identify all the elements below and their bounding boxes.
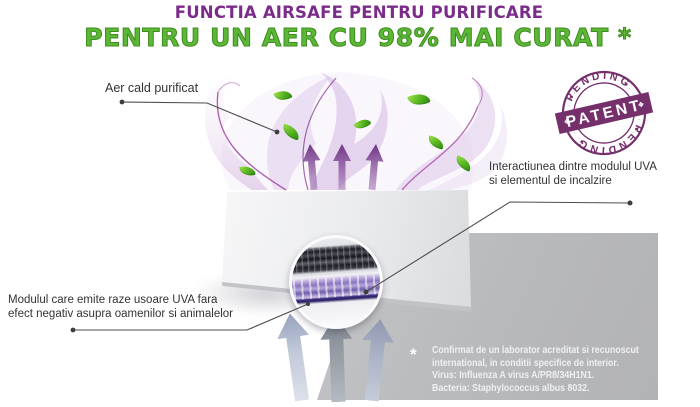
heating-element-texture xyxy=(292,243,380,276)
arrow-up-icon xyxy=(302,144,321,191)
magnifier-circle xyxy=(289,235,383,329)
uva-module-detail xyxy=(292,238,380,326)
page-subtitle: PENTRU UN AER CU 98% MAI CURAT * xyxy=(84,23,632,53)
footnote-line: Confirmat de un laborator acreditat si r… xyxy=(432,345,639,356)
callout-dot xyxy=(70,327,76,333)
purple-up-arrows xyxy=(302,144,384,191)
callout-dot xyxy=(627,200,633,206)
arrow-up-icon xyxy=(365,144,384,191)
footnote-line: international, in conditii specifice de … xyxy=(432,357,619,369)
stamp-dots xyxy=(570,82,638,144)
stamp-diamond-icon xyxy=(638,101,644,108)
label-uva-module-line1: Modulul care emite raze usoare UVA fara xyxy=(8,294,218,306)
label-warm-air: Aer cald purificat xyxy=(105,81,199,95)
footnote-line: Virus: Influenza A virus A/PR8/34H1N1. xyxy=(432,370,595,382)
label-uva-interaction-line2: si elementul de incalzire xyxy=(489,174,612,187)
arrow-up-icon xyxy=(333,144,351,190)
footnote: * Confirmat de un laborator acreditat si… xyxy=(410,345,662,396)
stamp-diamond-icon xyxy=(564,118,570,125)
patent-pending-stamp: PENDING PENDING PATENT xyxy=(549,63,659,163)
callout-dot xyxy=(119,99,125,105)
footnote-line: Bacteria: Staphylococcus albus 8032. xyxy=(432,383,590,395)
stamp-banner xyxy=(549,90,659,136)
page-title: FUNCTIA AIRSAFE PENTRU PURIFICARE xyxy=(174,3,544,22)
uva-light-texture xyxy=(292,273,380,301)
purified-air-smoke xyxy=(204,72,507,191)
footnote-lines: Confirmat de un laborator acreditat si r… xyxy=(432,345,639,396)
label-uva-module-line2: efect negativ asupra oamenilor si animal… xyxy=(8,307,234,320)
label-uva-module: Modulul care emite raze usoare UVA fara … xyxy=(8,294,233,321)
label-uva-interaction-line1: Interactiunea dintre modulul UVA xyxy=(489,161,657,173)
label-uva-interaction: Interactiunea dintre modulul UVA si elem… xyxy=(489,161,657,188)
asterisk-icon: * xyxy=(410,345,417,364)
